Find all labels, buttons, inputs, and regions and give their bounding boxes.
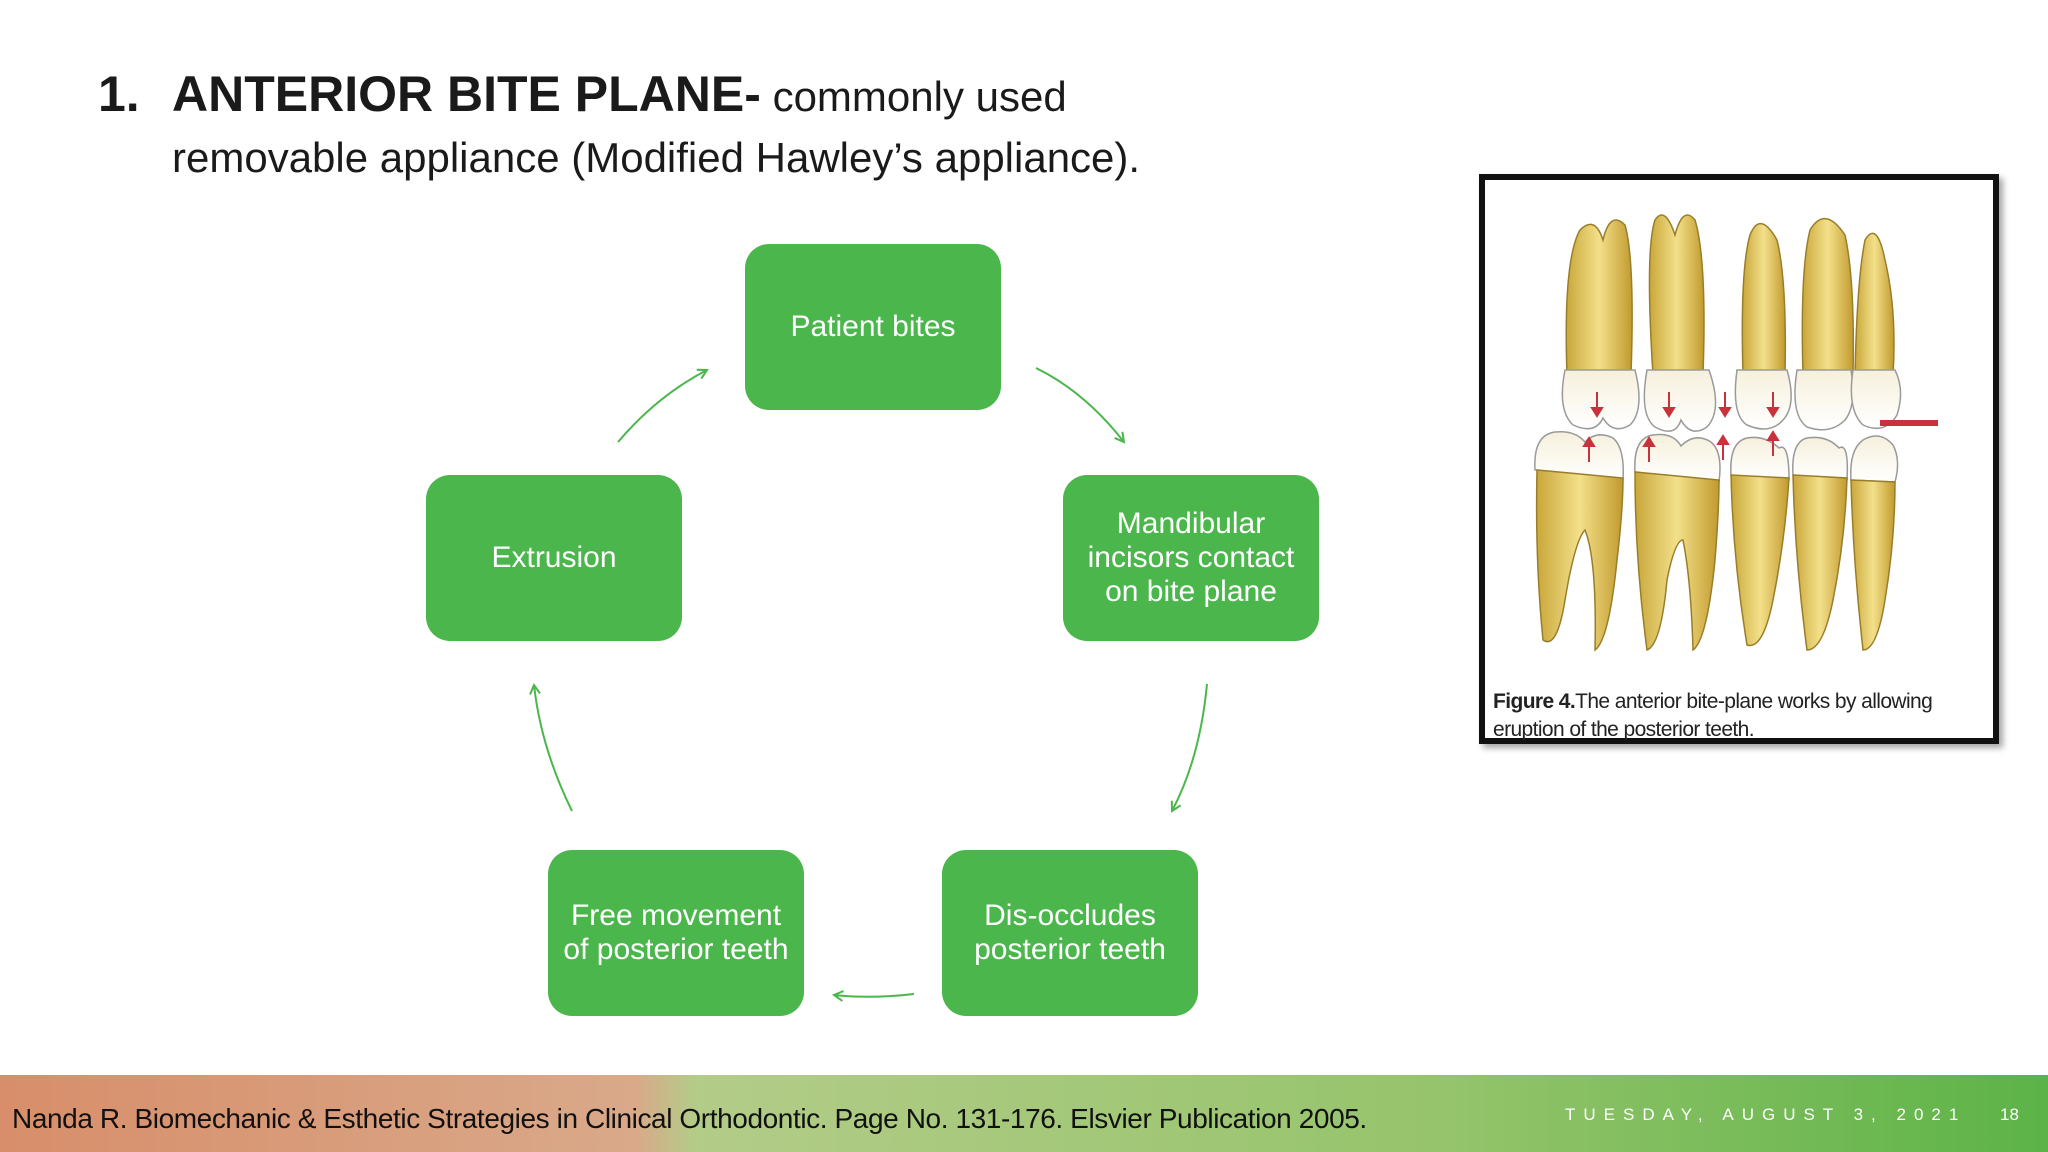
title-bold: ANTERIOR BITE PLANE- [172,66,761,122]
cycle-node-free-movement: Free movement of posterior teeth [548,850,804,1016]
title-line-2: removable appliance (Modified Hawley’s a… [172,134,1141,181]
citation: Nanda R. Biomechanic & Esthetic Strategi… [12,1103,1367,1134]
cycle-arrow-5 [617,370,707,443]
cycle-node-mandibular-incisors: Mandibular incisors contact on bite plan… [1063,475,1319,641]
figure-caption-text: The anterior bite-plane works by allowin… [1493,690,1933,741]
title-number: 1. [98,66,140,122]
cycle-arrow-3 [834,994,915,997]
figure-caption-label: Figure 4. [1493,690,1576,713]
cycle-node-patient-bites: Patient bites [745,244,1001,410]
page-number: 18 [2000,1105,2019,1124]
figure-caption: Figure 4.The anterior bite-plane works b… [1493,688,1993,744]
cycle-arrow-1 [1035,367,1124,442]
teeth-figure: Figure 4.The anterior bite-plane works b… [1479,174,1999,744]
cycle-arrow-4 [534,685,573,812]
cycle-node-dis-occludes: Dis-occludes posterior teeth [942,850,1198,1016]
footer-bar: Nanda R. Biomechanic & Esthetic Strategi… [0,1075,2048,1152]
cycle-node-extrusion: Extrusion [426,475,682,641]
teeth-illustration [1534,214,1938,652]
title-line-1: ANTERIOR BITE PLANE- commonly used [172,62,1067,139]
slide-date: TUESDAY, AUGUST 3, 2021 [1565,1105,1967,1124]
title-normal: commonly used [760,73,1067,120]
cycle-arrow-2 [1172,683,1208,811]
